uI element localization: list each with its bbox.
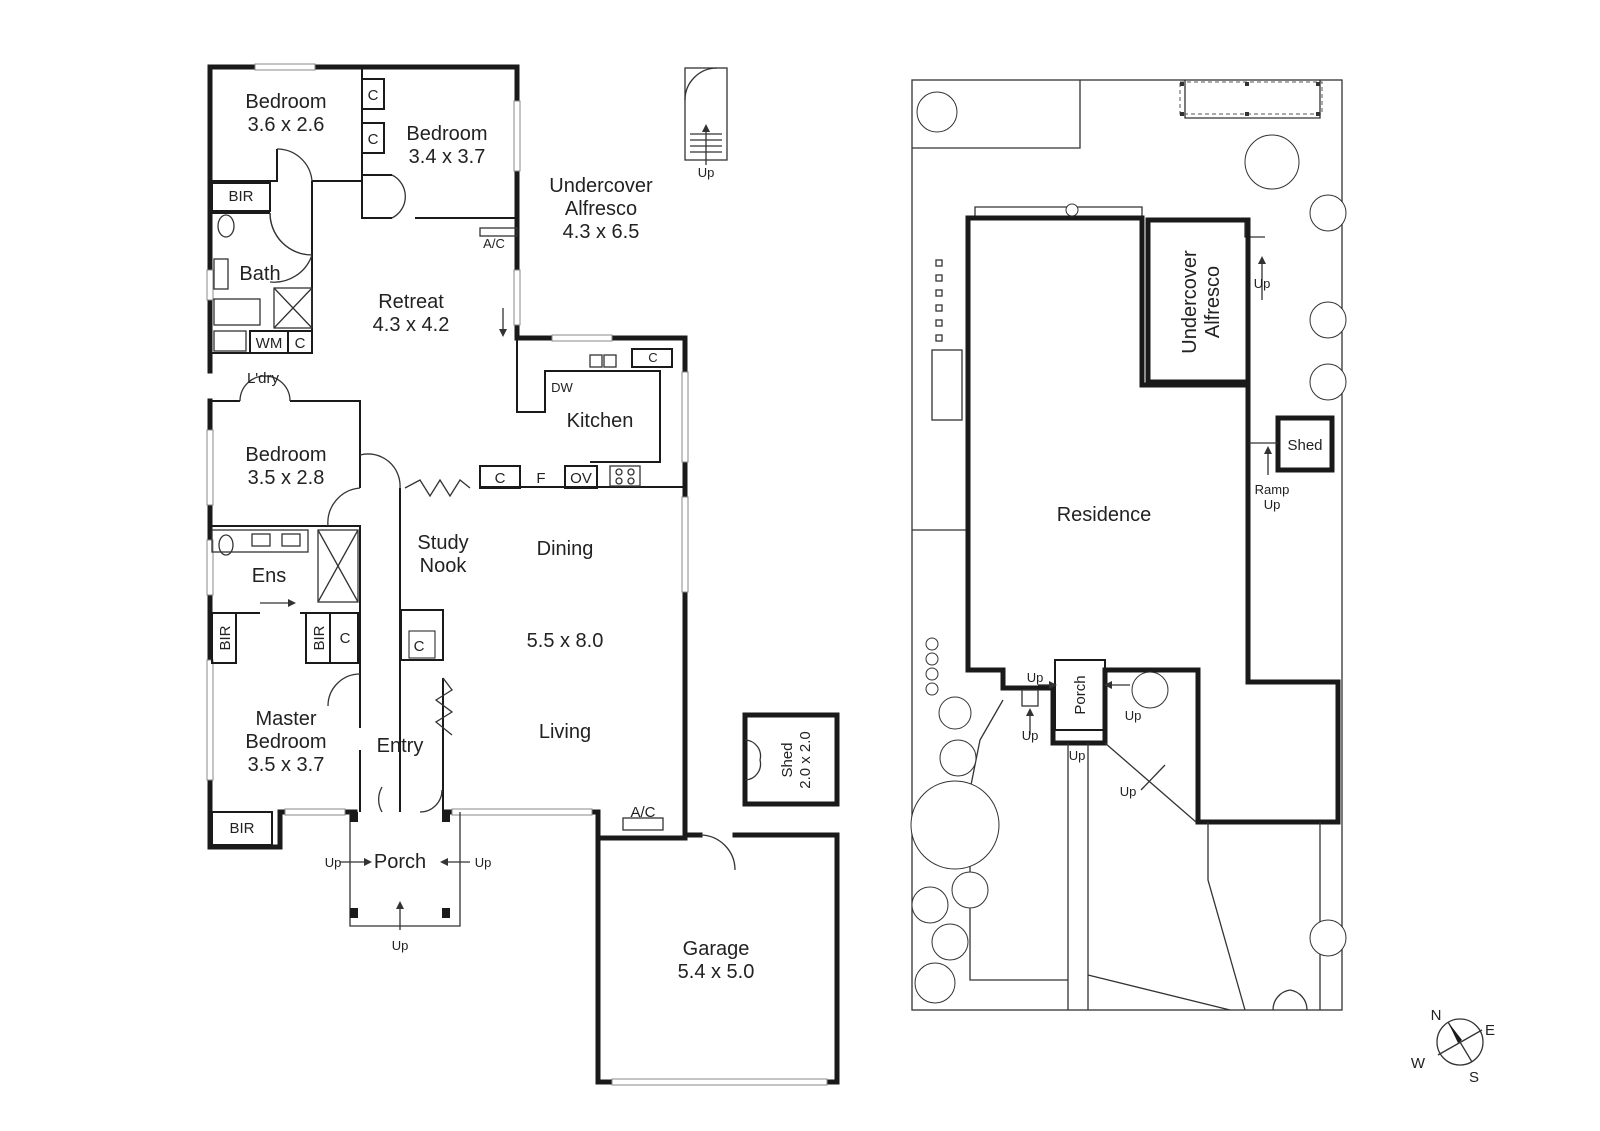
site-plan: Residence Undercover Alfresco Shed Porch… bbox=[910, 79, 1347, 1011]
study-label-2: Nook bbox=[420, 555, 468, 577]
cupboard-label: C bbox=[495, 470, 506, 487]
shed-label: Shed bbox=[779, 742, 796, 777]
ramp-up-label: Up bbox=[1264, 497, 1281, 512]
site-up-label: Up bbox=[1120, 784, 1137, 799]
bir-label: BIR bbox=[217, 625, 234, 650]
cupboard-label: C bbox=[295, 335, 306, 352]
master-size: 3.5 x 3.7 bbox=[248, 754, 325, 776]
compass: N E S W bbox=[1411, 1007, 1495, 1086]
cupboard-label: C bbox=[340, 630, 351, 647]
porch-structure bbox=[340, 812, 470, 930]
trees bbox=[910, 91, 1347, 1004]
master-label-1: Master bbox=[255, 708, 316, 730]
bedroom-2-label: Bedroom bbox=[406, 123, 487, 145]
room-labels: Bedroom 3.6 x 2.6 Bedroom 3.4 x 3.7 Unde… bbox=[239, 91, 814, 983]
porch-label: Porch bbox=[374, 851, 426, 873]
entry-label: Entry bbox=[377, 735, 424, 757]
up-label: Up bbox=[475, 855, 492, 870]
alfresco-size: 4.3 x 6.5 bbox=[563, 221, 640, 243]
ensuite-label: Ens bbox=[252, 565, 286, 587]
oven-label: OV bbox=[570, 470, 592, 487]
laundry-label: L'dry bbox=[247, 370, 280, 387]
dining-label: Dining bbox=[537, 538, 594, 560]
compass-north: N bbox=[1431, 1007, 1442, 1024]
bir-label: BIR bbox=[228, 188, 253, 205]
living-size: 5.5 x 8.0 bbox=[527, 630, 604, 652]
bedroom-1-label: Bedroom bbox=[245, 91, 326, 113]
site-up-label: Up bbox=[1069, 748, 1086, 763]
site-up-label: Up bbox=[1027, 670, 1044, 685]
master-label-2: Bedroom bbox=[245, 731, 326, 753]
up-label: Up bbox=[392, 938, 409, 953]
bir-label: BIR bbox=[229, 820, 254, 837]
study-label-1: Study bbox=[417, 532, 468, 554]
up-label: Up bbox=[698, 165, 715, 180]
site-alfresco-label-2: Alfresco bbox=[1202, 266, 1224, 338]
site-up-label: Up bbox=[1022, 728, 1039, 743]
bir-label: BIR bbox=[311, 625, 328, 650]
kitchen-label: Kitchen bbox=[567, 410, 634, 432]
floor-plan: Bedroom 3.6 x 2.6 Bedroom 3.4 x 3.7 Unde… bbox=[206, 63, 840, 1086]
alfresco-label-2: Alfresco bbox=[565, 198, 637, 220]
residence-outline bbox=[965, 215, 1341, 825]
ac-label: A/C bbox=[630, 804, 655, 821]
windows bbox=[206, 63, 828, 1086]
site-boundary bbox=[911, 79, 1343, 1011]
shed-size: 2.0 x 2.0 bbox=[797, 731, 814, 789]
site-shed-label: Shed bbox=[1287, 437, 1322, 454]
bedroom-1-size: 3.6 x 2.6 bbox=[248, 114, 325, 136]
cupboard-label: C bbox=[368, 131, 379, 148]
site-porch-label: Porch bbox=[1072, 675, 1089, 714]
compass-south: S bbox=[1469, 1069, 1479, 1086]
fixture-labels: C C BIR WM C A/C C DW C F OV C C BIR A/C… bbox=[217, 87, 714, 953]
wm-label: WM bbox=[256, 335, 283, 352]
alfresco-label-1: Undercover bbox=[549, 175, 653, 197]
living-label: Living bbox=[539, 721, 591, 743]
fridge-label: F bbox=[536, 470, 545, 487]
dw-label: DW bbox=[551, 380, 573, 395]
cupboard-label: C bbox=[414, 638, 425, 655]
bedroom-3-label: Bedroom bbox=[245, 444, 326, 466]
compass-west: W bbox=[1411, 1055, 1426, 1072]
residence-label: Residence bbox=[1057, 504, 1152, 526]
fixtures bbox=[211, 78, 673, 846]
bath-label: Bath bbox=[239, 263, 280, 285]
retreat-label: Retreat bbox=[378, 291, 444, 313]
compass-east: E bbox=[1485, 1022, 1495, 1039]
retreat-size: 4.3 x 4.2 bbox=[373, 314, 450, 336]
site-markers bbox=[935, 259, 943, 342]
exterior-walls bbox=[207, 64, 840, 1085]
ramp-label: Ramp bbox=[1255, 482, 1290, 497]
up-label: Up bbox=[325, 855, 342, 870]
site-up-label: Up bbox=[1125, 708, 1142, 723]
bedroom-2-size: 3.4 x 3.7 bbox=[409, 146, 486, 168]
garage-size: 5.4 x 5.0 bbox=[678, 961, 755, 983]
garage-label: Garage bbox=[683, 938, 750, 960]
site-alfresco-label-1: Undercover bbox=[1179, 250, 1201, 354]
bedroom-3-size: 3.5 x 2.8 bbox=[248, 467, 325, 489]
site-alfresco-outline bbox=[1145, 217, 1251, 385]
alfresco-stairs bbox=[684, 67, 728, 165]
site-shed-outline bbox=[1275, 415, 1335, 473]
ac-label: A/C bbox=[483, 236, 505, 251]
site-up-label: Up bbox=[1254, 276, 1271, 291]
cupboard-label: C bbox=[368, 87, 379, 104]
cupboard-label: C bbox=[648, 350, 657, 365]
